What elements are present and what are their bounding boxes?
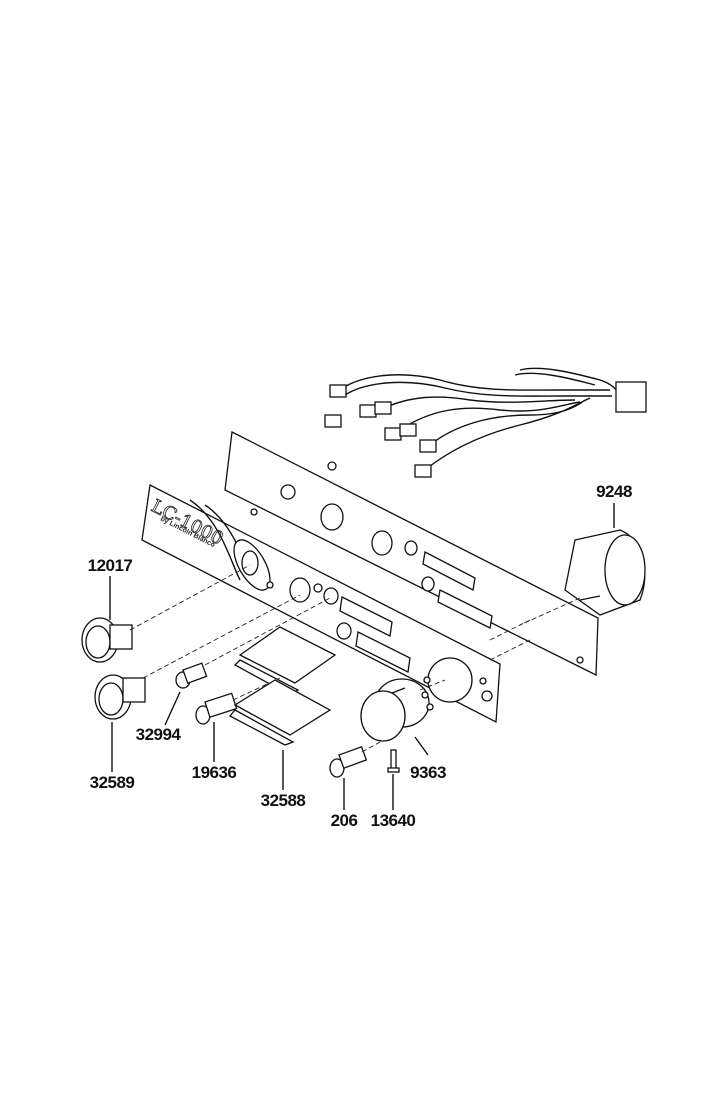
terminal xyxy=(374,401,392,415)
motor: 9248 xyxy=(519,482,646,626)
part-label-9248: 9248 xyxy=(596,482,632,501)
switch-12017: 12017 xyxy=(81,556,251,663)
screw-13640: 13640 xyxy=(371,749,416,830)
knob-9363: 9363 xyxy=(360,678,446,782)
terminal xyxy=(324,414,342,428)
terminal xyxy=(414,464,432,478)
connector-plug xyxy=(615,381,647,413)
part-label-9363: 9363 xyxy=(410,763,446,782)
screws xyxy=(250,508,531,711)
back-plate xyxy=(224,430,599,677)
part-label-19636: 19636 xyxy=(192,763,237,782)
wire-harness xyxy=(324,367,647,478)
terminal xyxy=(329,384,347,398)
nut xyxy=(327,461,337,471)
part-label-32588: 32588 xyxy=(261,791,306,810)
part-label-32589: 32589 xyxy=(90,773,135,792)
front-panel: LC-1000 by Lincoln Blanco xyxy=(141,484,501,724)
terminal xyxy=(419,439,437,453)
lamp-206: 206 xyxy=(329,741,381,830)
terminal xyxy=(359,404,377,418)
part-label-13640: 13640 xyxy=(371,811,416,830)
terminal xyxy=(399,423,417,437)
switch-32589: 32589 xyxy=(90,594,301,792)
lamp-32994: 32994 xyxy=(136,597,331,744)
part-label-206: 206 xyxy=(331,811,358,830)
part-label-32994: 32994 xyxy=(136,725,182,744)
part-label-12017: 12017 xyxy=(88,556,133,575)
rotary-bracket xyxy=(427,657,473,703)
terminal xyxy=(384,427,402,441)
lamp-holder-19636: 19636 xyxy=(192,677,281,782)
lens-plate-32588: 32588 xyxy=(228,626,337,810)
